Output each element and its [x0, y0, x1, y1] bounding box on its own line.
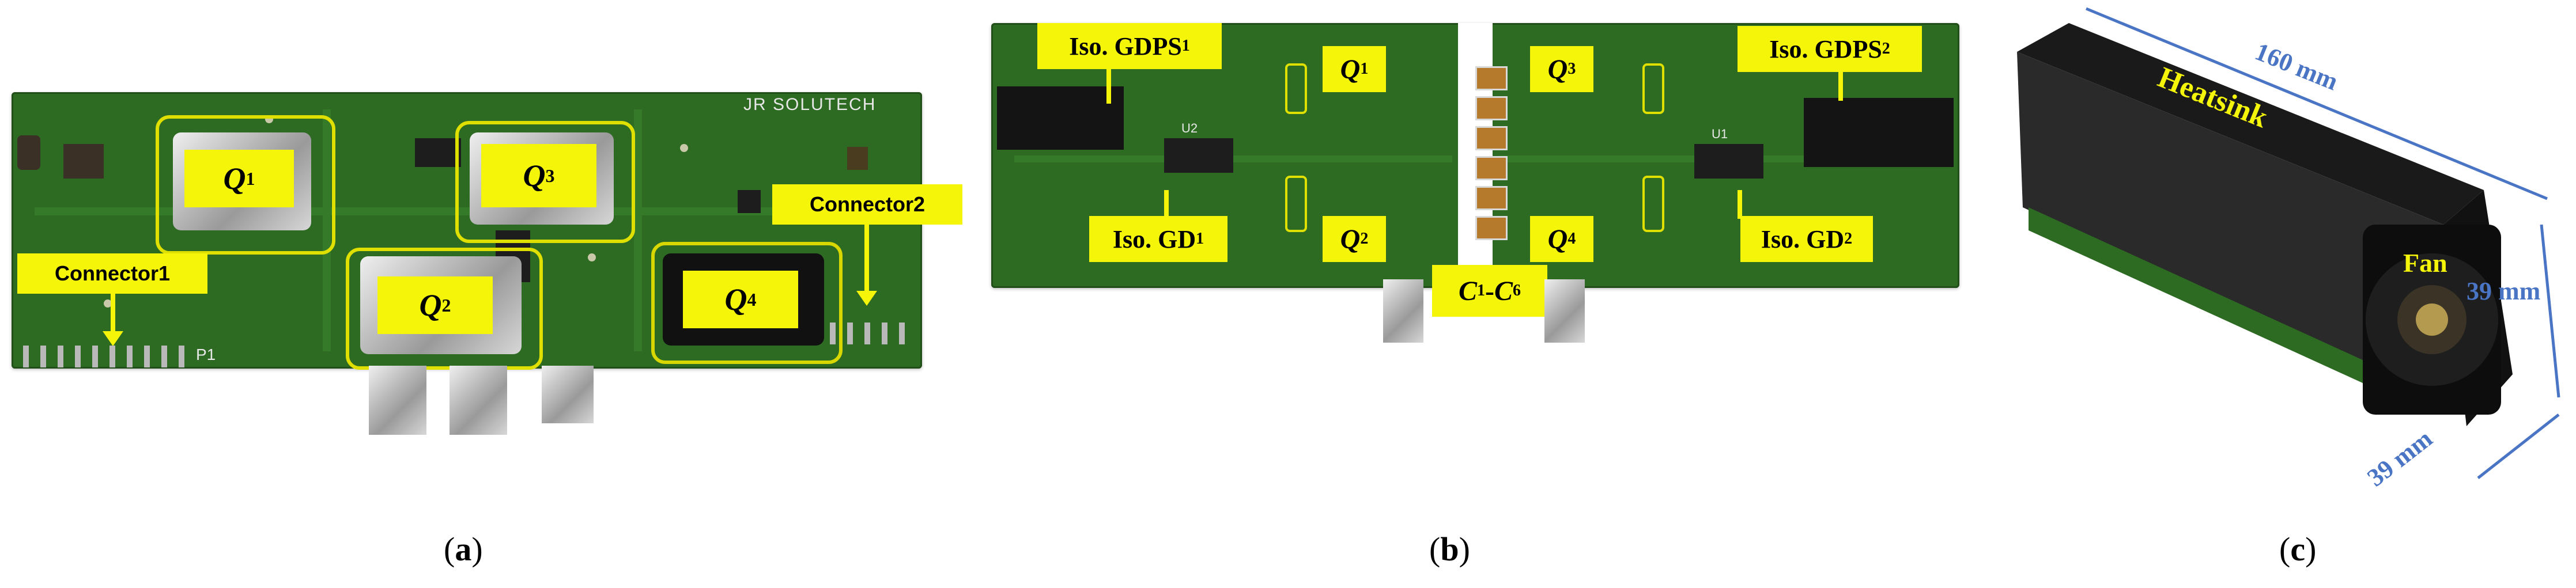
pin-label-p1: P1	[196, 346, 216, 363]
connector1-pins	[23, 346, 207, 369]
b-q4-box	[1642, 176, 1664, 232]
q1-highlight	[156, 115, 335, 255]
caption-b: (b)	[1429, 530, 1470, 568]
connector1-arrow	[111, 294, 115, 334]
b-q3-box	[1642, 63, 1664, 114]
gdps1-connector	[997, 86, 1124, 150]
caption-a: (a)	[444, 530, 483, 568]
u1-label: U1	[1712, 127, 1728, 141]
connector2-label: Connector2	[772, 184, 962, 225]
brand-text: JR SOLUTECH	[743, 95, 877, 114]
connector2-pins	[830, 323, 916, 346]
q2-highlight	[346, 248, 543, 370]
terminal-tab-3	[542, 366, 594, 423]
dim-height: 39 mm	[2467, 277, 2541, 305]
u2-chip	[1164, 138, 1233, 173]
connector2-arrow	[864, 225, 869, 294]
q3-highlight	[455, 121, 635, 243]
terminal-tab-1	[369, 366, 426, 435]
terminal-tab-2	[450, 366, 507, 435]
u1-chip	[1694, 144, 1763, 179]
panel-c-photo: Heatsink Fan 160 mm 39 mm 39 mm (c)	[2005, 0, 2576, 588]
b-q2-box	[1285, 176, 1307, 232]
q4-highlight	[651, 242, 843, 364]
connector1-label: Connector1	[17, 253, 207, 294]
b-q1-box	[1285, 63, 1307, 114]
b-terminal-tab-2	[1544, 279, 1585, 343]
dimension-arrows	[2086, 7, 2560, 479]
gdps2-connector	[1804, 98, 1954, 167]
b-terminal-tab-1	[1383, 279, 1423, 343]
caption-c: (c)	[2279, 530, 2317, 568]
capacitor-column	[1475, 66, 1508, 251]
heatsink-module	[2017, 23, 2513, 426]
fan-label: Fan	[2403, 248, 2447, 278]
u2-label: U2	[1181, 121, 1198, 135]
